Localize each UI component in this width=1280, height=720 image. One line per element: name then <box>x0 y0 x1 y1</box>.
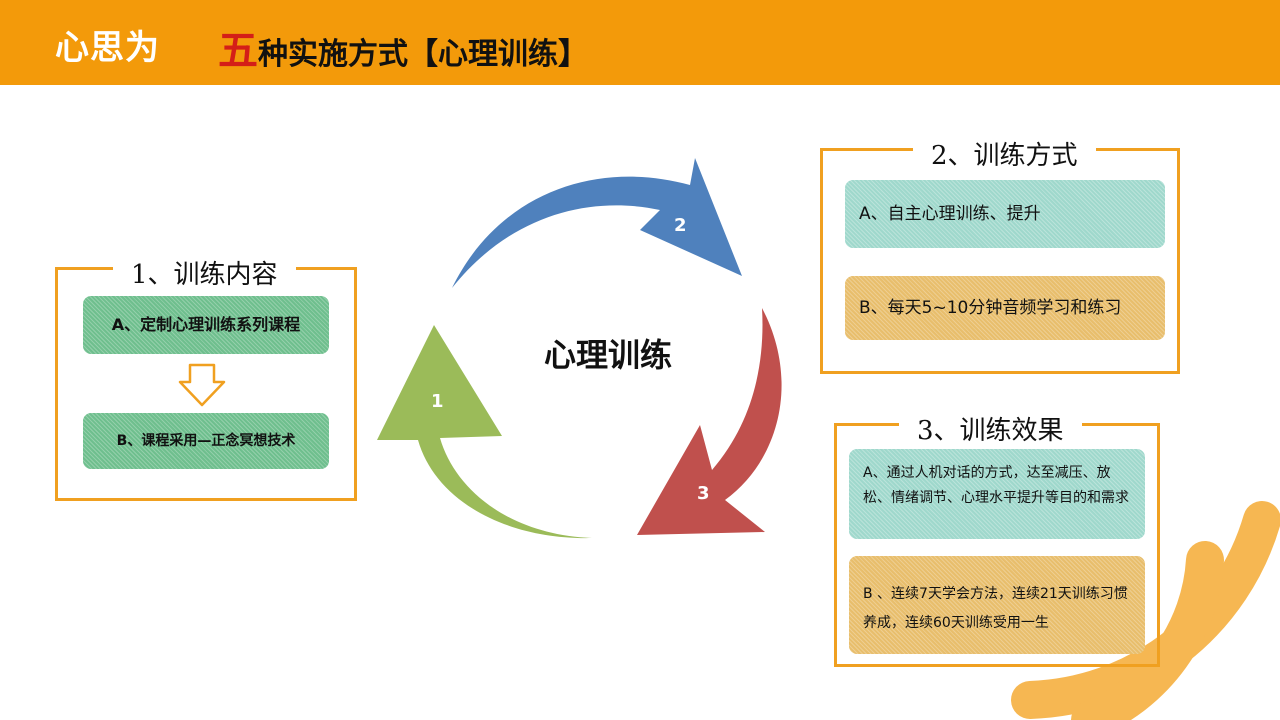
effect-item-b: B 、连续7天学会方法，连续21天训练习惯养成，连续60天训练受用一生 <box>849 556 1145 654</box>
method-item-a: A、自主心理训练、提升 <box>845 180 1165 248</box>
panel-content-label: 1、训练内容 <box>113 254 296 291</box>
cycle-center-label: 心理训练 <box>543 336 672 374</box>
cycle-arrow-3 <box>637 308 782 535</box>
step-number-3: 3 <box>697 483 710 504</box>
title-prefix: 五 <box>218 28 258 74</box>
step-number-1: 1 <box>431 391 444 412</box>
panel-effect-label: 3、训练效果 <box>899 410 1082 447</box>
cycle-arrow-1 <box>377 325 592 539</box>
brand-logo: 心思为 <box>55 28 160 68</box>
content-item-a: A、定制心理训练系列课程 <box>83 296 329 354</box>
panel-effect: 3、训练效果 A、通过人机对话的方式，达至减压、放松、情绪调节、心理水平提升等目… <box>834 410 1160 667</box>
panel-method: 2、训练方式 A、自主心理训练、提升 B、每天5~10分钟音频学习和练习 <box>820 135 1180 374</box>
cycle-arrow-2 <box>452 158 742 288</box>
panel-method-label: 2、训练方式 <box>913 135 1096 172</box>
down-arrow-icon <box>178 363 226 407</box>
header-bar: 心思为 五种实施方式【心理训练】 <box>0 0 1280 85</box>
page-title: 五种实施方式【心理训练】 <box>218 18 588 76</box>
method-item-b: B、每天5~10分钟音频学习和练习 <box>845 276 1165 340</box>
step-number-2: 2 <box>674 215 687 236</box>
title-rest: 种实施方式【心理训练】 <box>258 37 588 72</box>
effect-item-a: A、通过人机对话的方式，达至减压、放松、情绪调节、心理水平提升等目的和需求 <box>849 449 1145 539</box>
panel-content: 1、训练内容 A、定制心理训练系列课程 B、课程采用—正念冥想技术 <box>55 254 357 501</box>
content-item-b: B、课程采用—正念冥想技术 <box>83 413 329 469</box>
